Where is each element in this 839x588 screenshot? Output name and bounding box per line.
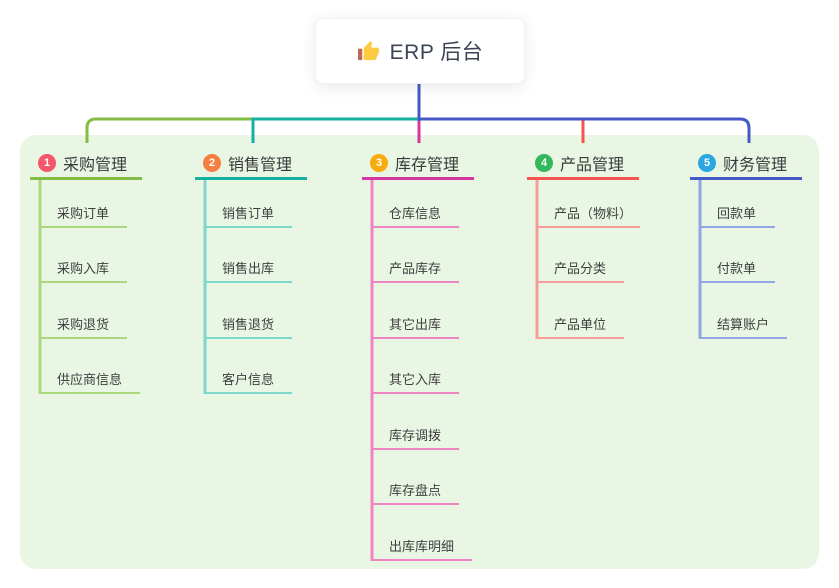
child-label: 销售订单 <box>222 206 275 221</box>
child-item[interactable]: 结算账户 <box>700 313 787 339</box>
branch-header-product[interactable]: 4 产品管理 <box>527 149 639 180</box>
branch-badge: 4 <box>535 154 553 172</box>
child-label: 产品库存 <box>389 261 442 276</box>
branch-badge: 3 <box>370 154 388 172</box>
branch-label: 库存管理 <box>395 157 460 174</box>
thumbs-up-icon <box>357 40 380 63</box>
child-label: 付款单 <box>717 261 757 276</box>
child-item[interactable]: 销售订单 <box>205 202 292 228</box>
child-item[interactable]: 产品库存 <box>372 257 459 283</box>
child-label: 库存调拨 <box>389 428 442 443</box>
branch-label: 销售管理 <box>228 157 293 174</box>
branch-label: 产品管理 <box>560 157 625 174</box>
branch-header-purchase[interactable]: 1 采购管理 <box>30 149 142 180</box>
branch-badge: 1 <box>38 154 56 172</box>
child-item[interactable]: 付款单 <box>700 257 775 283</box>
child-item[interactable]: 产品分类 <box>537 257 624 283</box>
branch-label: 采购管理 <box>63 157 128 174</box>
child-label: 出库库明细 <box>389 539 455 554</box>
child-item[interactable]: 销售出库 <box>205 257 292 283</box>
child-label: 仓库信息 <box>389 206 442 221</box>
child-label: 供应商信息 <box>57 372 123 387</box>
child-item[interactable]: 采购入库 <box>40 257 127 283</box>
branch-header-inventory[interactable]: 3 库存管理 <box>362 149 474 180</box>
branch-badge: 5 <box>698 154 716 172</box>
child-item[interactable]: 产品单位 <box>537 313 624 339</box>
child-label: 销售退货 <box>222 317 275 332</box>
child-label: 库存盘点 <box>389 483 442 498</box>
child-label: 销售出库 <box>222 261 275 276</box>
root-node[interactable]: ERP 后台 <box>315 18 525 84</box>
child-label: 采购入库 <box>57 261 110 276</box>
child-item[interactable]: 其它出库 <box>372 313 459 339</box>
child-item[interactable]: 出库库明细 <box>372 535 472 561</box>
child-label: 其它出库 <box>389 317 442 332</box>
child-label: 结算账户 <box>717 317 770 332</box>
child-label: 回款单 <box>717 206 757 221</box>
child-item[interactable]: 销售退货 <box>205 313 292 339</box>
child-item[interactable]: 库存调拨 <box>372 424 459 450</box>
child-label: 采购退货 <box>57 317 110 332</box>
branch-label: 财务管理 <box>723 157 788 174</box>
branch-header-finance[interactable]: 5 财务管理 <box>690 149 802 180</box>
child-item[interactable]: 客户信息 <box>205 368 292 394</box>
mindmap-panel <box>20 135 819 569</box>
child-item[interactable]: 采购订单 <box>40 202 127 228</box>
child-item[interactable]: 其它入库 <box>372 368 459 394</box>
child-label: 产品分类 <box>554 261 607 276</box>
root-label: ERP 后台 <box>389 41 484 64</box>
child-item[interactable]: 供应商信息 <box>40 368 140 394</box>
child-label: 产品（物料） <box>554 206 633 221</box>
branch-header-sales[interactable]: 2 销售管理 <box>195 149 307 180</box>
child-item[interactable]: 产品（物料） <box>537 202 640 228</box>
child-item[interactable]: 采购退货 <box>40 313 127 339</box>
child-label: 采购订单 <box>57 206 110 221</box>
child-item[interactable]: 仓库信息 <box>372 202 459 228</box>
branch-badge: 2 <box>203 154 221 172</box>
child-item[interactable]: 库存盘点 <box>372 479 459 505</box>
child-label: 产品单位 <box>554 317 607 332</box>
child-item[interactable]: 回款单 <box>700 202 775 228</box>
child-label: 客户信息 <box>222 372 275 387</box>
child-label: 其它入库 <box>389 372 442 387</box>
